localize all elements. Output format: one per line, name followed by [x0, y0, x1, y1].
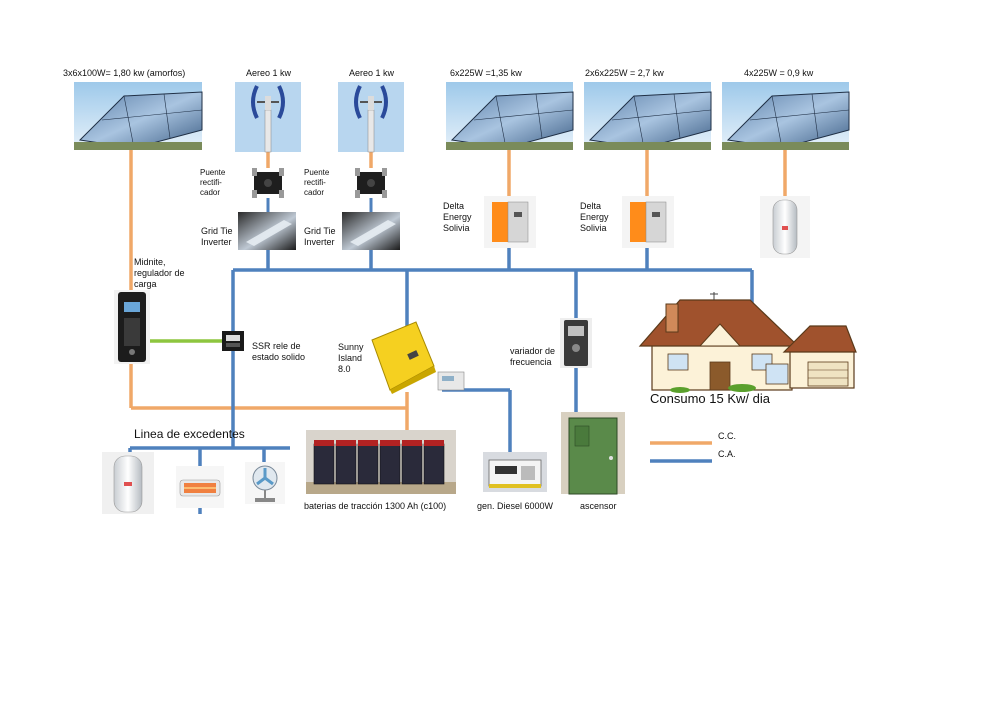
elevator-label: ascensor [580, 501, 617, 511]
ssr-relay-icon [222, 331, 244, 351]
legend-dc-label: C.C. [718, 431, 736, 441]
label-line: SSR rele de [252, 341, 301, 351]
label-line: Solivia [580, 223, 607, 233]
label-line: rectifi- [304, 178, 326, 187]
rectifier-2-label: Puente rectifi- cador [304, 168, 329, 198]
label-line: 8.0 [338, 364, 351, 374]
water-heater-icon [102, 452, 154, 514]
label-line: Inverter [304, 237, 335, 247]
label-line: regulador de [134, 268, 185, 278]
label-line: Sunny [338, 342, 364, 352]
water-heater-icon [760, 196, 810, 258]
label-line: Solivia [443, 223, 470, 233]
label-line: Grid Tie [201, 226, 233, 236]
vfd-label: variador de frecuencia [510, 346, 555, 368]
house-icon [638, 292, 857, 393]
sunny-island-label: Sunny Island 8.0 [338, 342, 364, 375]
sunny-island-inverter-icon [371, 321, 465, 394]
label-line: Island [338, 353, 363, 363]
label-line: Energy [580, 212, 609, 222]
frequency-drive-icon [560, 318, 592, 368]
label-line: frecuencia [510, 357, 552, 367]
midnite-label: Midnite, regulador de carga [134, 257, 185, 290]
label-line: estado solido [252, 352, 306, 362]
label-line: carga [134, 279, 157, 289]
label-line: Delta [580, 201, 602, 211]
gridtie-1-label: Grid Tie Inverter [201, 226, 233, 248]
rectifier-1-label: Puente rectifi- cador [200, 168, 225, 198]
label-line: Midnite, [134, 257, 166, 267]
heater-icon [176, 466, 224, 508]
batteries-label: baterias de tracción 1300 Ah (c100) [304, 501, 447, 511]
solar-panel-icon [722, 82, 850, 150]
label-line: Grid Tie [304, 226, 336, 236]
wind-turbine-icon [338, 82, 404, 153]
label-line: Delta [443, 201, 465, 211]
label-line: Puente [200, 168, 226, 177]
label-line: Puente [304, 168, 330, 177]
delta-inverter-icon [622, 196, 674, 248]
wind-2-label: Aereo 1 kw [349, 68, 395, 78]
label-line: Energy [443, 212, 472, 222]
delta-2-label: Delta Energy Solivia [580, 201, 609, 234]
solar-panel-icon [584, 82, 712, 150]
battery-bank-icon [306, 430, 456, 494]
fan-icon [245, 462, 285, 504]
label-line: variador de [510, 346, 556, 356]
solar-panel-icon [74, 82, 203, 150]
pv-4-label: 4x225W = 0,9 kw [744, 68, 814, 78]
delta-inverter-icon [484, 196, 536, 248]
excess-line-label: Linea de excedentes [134, 427, 245, 441]
rectifier-bridge-icon [252, 168, 284, 198]
grid-tie-inverter-icon [342, 212, 400, 250]
diesel-label: gen. Diesel 6000W [477, 501, 554, 511]
delta-1-label: Delta Energy Solivia [443, 201, 472, 234]
label-line: rectifi- [200, 178, 222, 187]
consumption-label: Consumo 15 Kw/ dia [650, 391, 770, 406]
gridtie-2-label: Grid Tie Inverter [304, 226, 336, 248]
elevator-door-icon [561, 412, 625, 495]
label-line: Inverter [201, 237, 232, 247]
pv-3-label: 2x6x225W = 2,7 kw [585, 68, 664, 78]
ssr-label: SSR rele de estado solido [252, 341, 305, 363]
dc-wiring [129, 150, 787, 445]
solar-panel-icon [446, 82, 574, 150]
diesel-generator-icon [483, 452, 547, 492]
grid-tie-inverter-icon [238, 212, 296, 250]
rectifier-bridge-icon [355, 168, 387, 198]
label-line: cador [200, 188, 221, 197]
wind-turbine-icon [235, 82, 301, 153]
pv-2-label: 6x225W =1,35 kw [450, 68, 522, 78]
label-line: cador [304, 188, 325, 197]
legend-ac-label: C.A. [718, 449, 736, 459]
wind-1-label: Aereo 1 kw [246, 68, 292, 78]
charge-controller-icon [114, 290, 150, 364]
pv-amorfos-label: 3x6x100W= 1,80 kw (amorfos) [63, 68, 186, 78]
